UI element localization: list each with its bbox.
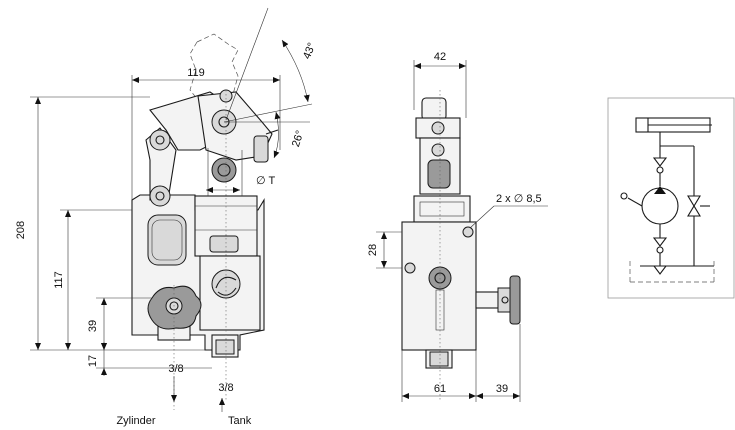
mount-hole bbox=[462, 226, 474, 238]
dim-holes: 2 x ∅ 8,5 bbox=[496, 193, 542, 205]
port-left-label: Zylinder bbox=[116, 415, 155, 427]
dim-base-height: 17 bbox=[87, 355, 99, 367]
label-diameter-t: ∅ T bbox=[256, 175, 275, 187]
dim-mid-height: 117 bbox=[53, 271, 65, 289]
front-view: 119 43° 26° ∅ T 208 117 39 17 3/8 3/8 bbox=[15, 7, 318, 427]
dim-extension: 39 bbox=[496, 383, 508, 395]
dim-width-top: 119 bbox=[187, 67, 205, 79]
port-right-label: Tank bbox=[228, 415, 252, 427]
dim-angle-lower: 26° bbox=[290, 129, 307, 149]
port-left-size: 3/8 bbox=[168, 363, 183, 375]
side-lever-top bbox=[421, 97, 447, 121]
side-view: 42 28 2 x ∅ 8,5 61 39 bbox=[367, 51, 548, 402]
side-release-valve bbox=[475, 275, 521, 325]
port-right-size: 3/8 bbox=[218, 382, 233, 394]
dim-total-height: 208 bbox=[15, 221, 27, 239]
hydraulic-schematic bbox=[607, 97, 735, 299]
lever-assembly bbox=[145, 89, 279, 207]
dim-top-width: 42 bbox=[434, 51, 446, 63]
dim-angle-upper: 43° bbox=[301, 41, 318, 61]
body-window bbox=[147, 214, 187, 266]
lever-swing-outline-2 bbox=[189, 41, 199, 101]
dim-lower-height: 39 bbox=[87, 320, 99, 332]
dim-side-height: 28 bbox=[367, 244, 379, 256]
schematic-frame bbox=[607, 97, 735, 299]
dim-base-width: 61 bbox=[434, 383, 446, 395]
